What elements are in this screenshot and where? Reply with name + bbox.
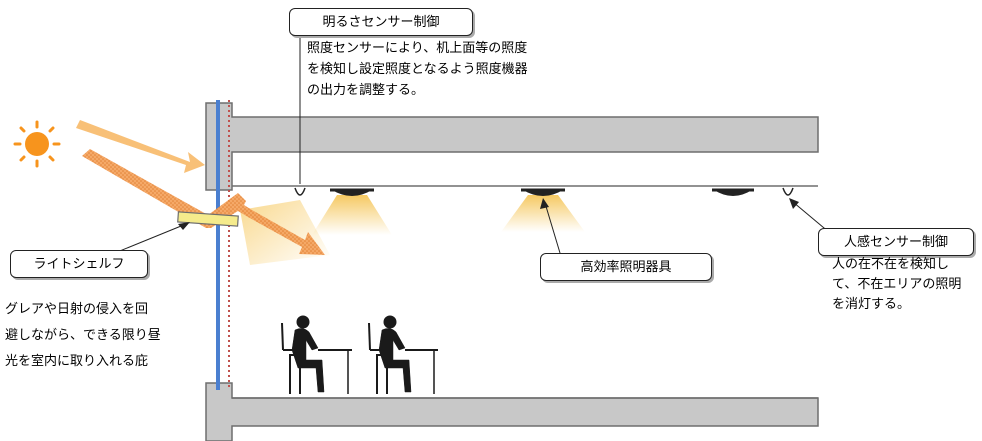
- leader-fixture: [544, 202, 561, 254]
- lower-slab: [205, 382, 819, 441]
- lamp-glow-2: [501, 195, 585, 232]
- light-fixture-2: [521, 188, 565, 196]
- shelf-desc-line-2: 避しながら、できる限り昼: [5, 328, 161, 343]
- high-efficiency-fixture-label: 高効率照明器具: [540, 253, 712, 281]
- direct-sunlight-arrow: [76, 120, 205, 173]
- lamp-glow-1: [312, 195, 392, 235]
- person-at-desk-2: [368, 315, 438, 394]
- leader-occupancy: [792, 201, 831, 234]
- occupancy-sensor-icon: [782, 187, 794, 196]
- sun-icon: [13, 120, 61, 168]
- light-shelf-description: グレアや日射の侵入を回 避しながら、できる限り昼 光を室内に取り入れる庇: [5, 297, 161, 375]
- arrowhead-shelf: [178, 222, 190, 230]
- brightness-desc-line-1: 照度センサーにより、机上面等の照度: [307, 41, 528, 56]
- arrowhead-fixture: [540, 198, 549, 209]
- occupancy-sensor-label: 人感センサー制御: [818, 228, 974, 256]
- brightness-sensor-icon: [294, 187, 306, 196]
- arrowhead-occupancy: [789, 198, 799, 209]
- occupancy-sensor-description: 人の在不在を検知し て、不在エリアの照明 を消灯する。: [832, 255, 961, 315]
- occupancy-desc-line-2: て、不在エリアの照明: [832, 277, 962, 292]
- shelf-desc-line-3: 光を室内に取り入れる庇: [5, 354, 149, 369]
- brightness-desc-line-3: の出力を調整する。: [307, 83, 425, 98]
- brightness-sensor-description: 照度センサーにより、机上面等の照度 を検知し設定照度となるよう照度機器 の出力を…: [307, 38, 528, 101]
- upper-slab: [205, 102, 819, 191]
- brightness-sensor-label: 明るさセンサー制御: [289, 8, 473, 36]
- brightness-desc-line-2: を検知し設定照度となるよう照度機器: [307, 62, 528, 77]
- occupancy-desc-line-3: を消灯する。: [832, 297, 911, 312]
- person-at-desk-1: [281, 315, 352, 394]
- reflected-sunlight-arrow: [82, 149, 325, 255]
- window-glass: [216, 100, 220, 390]
- occupancy-desc-line-1: 人の在不在を検知し: [832, 257, 950, 272]
- light-fixture-3-off: [712, 188, 754, 196]
- shelf-desc-line-1: グレアや日射の侵入を回: [5, 302, 149, 317]
- light-fixture-1: [330, 188, 374, 196]
- light-shelf-label: ライトシェルフ: [10, 250, 148, 278]
- light-shelf: [177, 211, 239, 227]
